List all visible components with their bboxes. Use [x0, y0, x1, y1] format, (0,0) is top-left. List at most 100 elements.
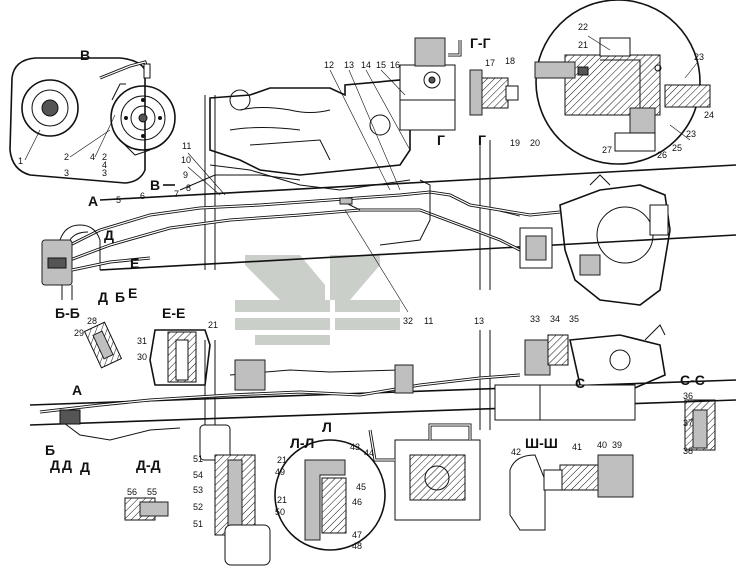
label-section-ll: Л-Л: [290, 435, 314, 451]
callout-45: 45: [356, 482, 366, 492]
callout-3b: 3: [102, 168, 107, 178]
callout-20: 20: [530, 138, 540, 148]
callout-5: 5: [116, 195, 121, 205]
callout-48: 48: [352, 541, 362, 551]
compressor-block-bottom: [368, 423, 481, 521]
section-labels: В А В Б-Б Е-Е Г-Г Г Г С-С С А Д-Д Л-Л Л …: [45, 35, 705, 475]
callout-4b: 4: [102, 160, 107, 170]
valve-33-35: [524, 324, 666, 391]
callout-17: 17: [485, 58, 495, 68]
callout-14: 14: [361, 60, 371, 70]
callout-13a: 13: [344, 60, 354, 70]
detail-circle-valve: [534, 0, 711, 165]
callout-23b: 23: [686, 129, 696, 139]
callout-37: 37: [683, 418, 693, 428]
label-section-gg: Г-Г: [470, 35, 491, 51]
callout-32: 32: [403, 316, 413, 326]
callout-56: 56: [127, 487, 137, 497]
valve-assembly-left-top: [41, 224, 151, 300]
callout-33: 33: [530, 314, 540, 324]
label-view-b: В: [80, 47, 90, 63]
air-pipelines-bottom: [39, 359, 521, 441]
callout-7: 7: [174, 189, 179, 199]
callout-53: 53: [193, 485, 203, 495]
label-view-b-arrow: В: [150, 177, 160, 193]
callout-8: 8: [186, 183, 191, 193]
section-ll-fitting-tall: [199, 424, 271, 566]
callout-44: 44: [364, 448, 374, 458]
label-view-a-top: А: [88, 193, 98, 209]
callout-3: 3: [64, 168, 69, 178]
callout-51a: 51: [193, 454, 203, 464]
label-section-bb: Б-Б: [55, 305, 80, 321]
label-e-marker-1: Е: [130, 255, 139, 271]
callout-23a: 23: [694, 52, 704, 62]
label-view-a-bottom: А: [72, 382, 82, 398]
label-e-marker-2: Е: [128, 285, 137, 301]
callout-35: 35: [569, 314, 579, 324]
callout-22: 22: [578, 22, 588, 32]
callout-34: 34: [550, 314, 560, 324]
callout-1: 1: [18, 156, 23, 166]
callout-19: 19: [510, 138, 520, 148]
label-g-marker-2: Г: [478, 132, 486, 148]
callout-40: 40: [597, 440, 607, 450]
callout-15: 15: [376, 60, 386, 70]
callout-21c: 21: [277, 455, 287, 465]
label-d-bottom-1: Д: [50, 457, 60, 473]
label-g-marker-1: Г: [437, 132, 445, 148]
section-ee-detail: [149, 329, 211, 386]
label-d-marker-2: Д: [98, 289, 108, 305]
callout-49: 49: [275, 467, 285, 477]
callout-36: 36: [683, 391, 693, 401]
callout-42: 42: [511, 447, 521, 457]
label-section-shsh: Ш-Ш: [525, 435, 558, 451]
view-b-compressor-drive: [9, 57, 176, 184]
callout-2b: 2: [102, 152, 107, 162]
label-l-marker: Л: [322, 419, 332, 435]
callout-55: 55: [147, 487, 157, 497]
callout-18: 18: [505, 56, 515, 66]
callout-30: 30: [137, 352, 147, 362]
callout-11b: 11: [424, 316, 433, 326]
callout-25: 25: [672, 143, 682, 153]
label-c-marker: С: [575, 375, 585, 391]
callout-39: 39: [612, 440, 622, 450]
frame-rails-bottom: [29, 330, 736, 430]
leader-lines: [24, 35, 698, 313]
callout-47: 47: [352, 530, 362, 540]
callout-21b: 21: [208, 320, 218, 330]
label-b-marker-small-2: Б: [45, 442, 55, 458]
callout-28: 28: [87, 316, 97, 326]
callout-10: 10: [181, 155, 191, 165]
frame-rails-top: [99, 95, 736, 290]
callout-21a: 21: [578, 40, 588, 50]
callout-11a: 11: [182, 141, 191, 151]
callout-31: 31: [137, 336, 147, 346]
callout-2: 2: [64, 152, 69, 162]
callout-38: 38: [683, 446, 693, 456]
callout-51b: 51: [193, 519, 203, 529]
section-cc-detail: [684, 399, 716, 451]
label-d-bottom-2: Д: [62, 457, 72, 473]
callout-46: 46: [352, 497, 362, 507]
callout-54: 54: [193, 470, 203, 480]
label-d-bottom-3: Д: [80, 459, 90, 475]
section-bb-detail: [83, 321, 123, 369]
section-ll-detail: [274, 439, 386, 551]
section-shsh-detail: [509, 454, 634, 531]
engine-block: [209, 37, 462, 176]
callout-43: 43: [350, 442, 360, 452]
callout-26: 26: [657, 150, 667, 160]
callout-9: 9: [183, 170, 188, 180]
air-pipelines-top: [59, 164, 521, 262]
section-gg-fitting: [469, 69, 519, 116]
callout-24: 24: [704, 110, 714, 120]
label-section-ee: Е-Е: [162, 305, 185, 321]
callout-27: 27: [602, 145, 612, 155]
callout-12: 12: [324, 60, 334, 70]
label-d-marker-1: Д: [104, 227, 114, 243]
callout-16: 16: [390, 60, 400, 70]
